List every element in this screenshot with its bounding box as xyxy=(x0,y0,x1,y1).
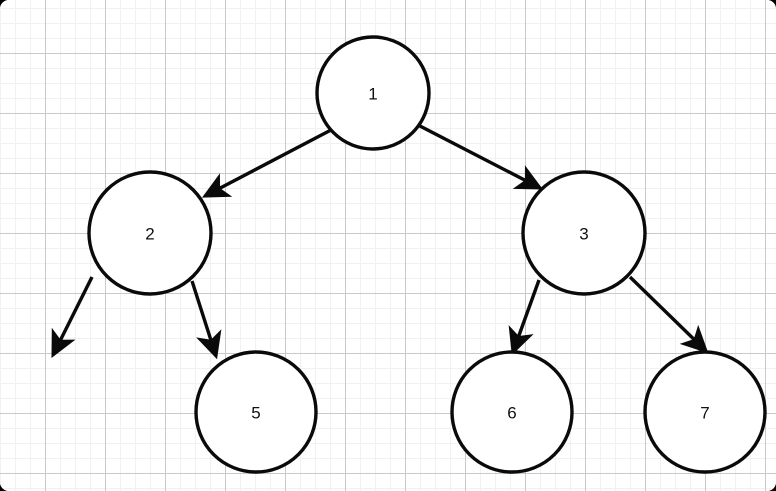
edge-node1-to-node3 xyxy=(417,123,544,190)
edge-group xyxy=(51,123,709,360)
edge-node2-to-null xyxy=(51,276,94,359)
tree-node-6[interactable]: 6 xyxy=(450,350,574,474)
edge-node1-to-node2 xyxy=(201,128,332,198)
tree-node-1[interactable]: 1 xyxy=(315,35,431,151)
tree-node-7[interactable]: 7 xyxy=(643,350,767,474)
tree-node-3[interactable]: 3 xyxy=(521,170,647,296)
node-7-label: 7 xyxy=(700,404,709,423)
node-1-circle[interactable] xyxy=(315,35,431,151)
edge-node3-to-node7 xyxy=(628,275,709,354)
node-2-label: 2 xyxy=(145,225,154,244)
edge-node3-to-node6 xyxy=(508,279,541,356)
node-group: 1 2 3 5 6 7 xyxy=(87,35,767,474)
tree-node-5[interactable]: 5 xyxy=(194,350,318,474)
edge-node2-to-node5 xyxy=(190,280,222,360)
node-6-label: 6 xyxy=(507,404,516,423)
node-5-label: 5 xyxy=(251,404,260,423)
node-3-circle[interactable] xyxy=(521,170,647,296)
node-2-circle[interactable] xyxy=(87,170,213,296)
node-5-circle[interactable] xyxy=(194,350,318,474)
node-7-circle[interactable] xyxy=(643,350,767,474)
node-1-label: 1 xyxy=(368,85,377,104)
node-6-circle[interactable] xyxy=(450,350,574,474)
node-3-label: 3 xyxy=(579,225,588,244)
tree-node-2[interactable]: 2 xyxy=(87,170,213,296)
